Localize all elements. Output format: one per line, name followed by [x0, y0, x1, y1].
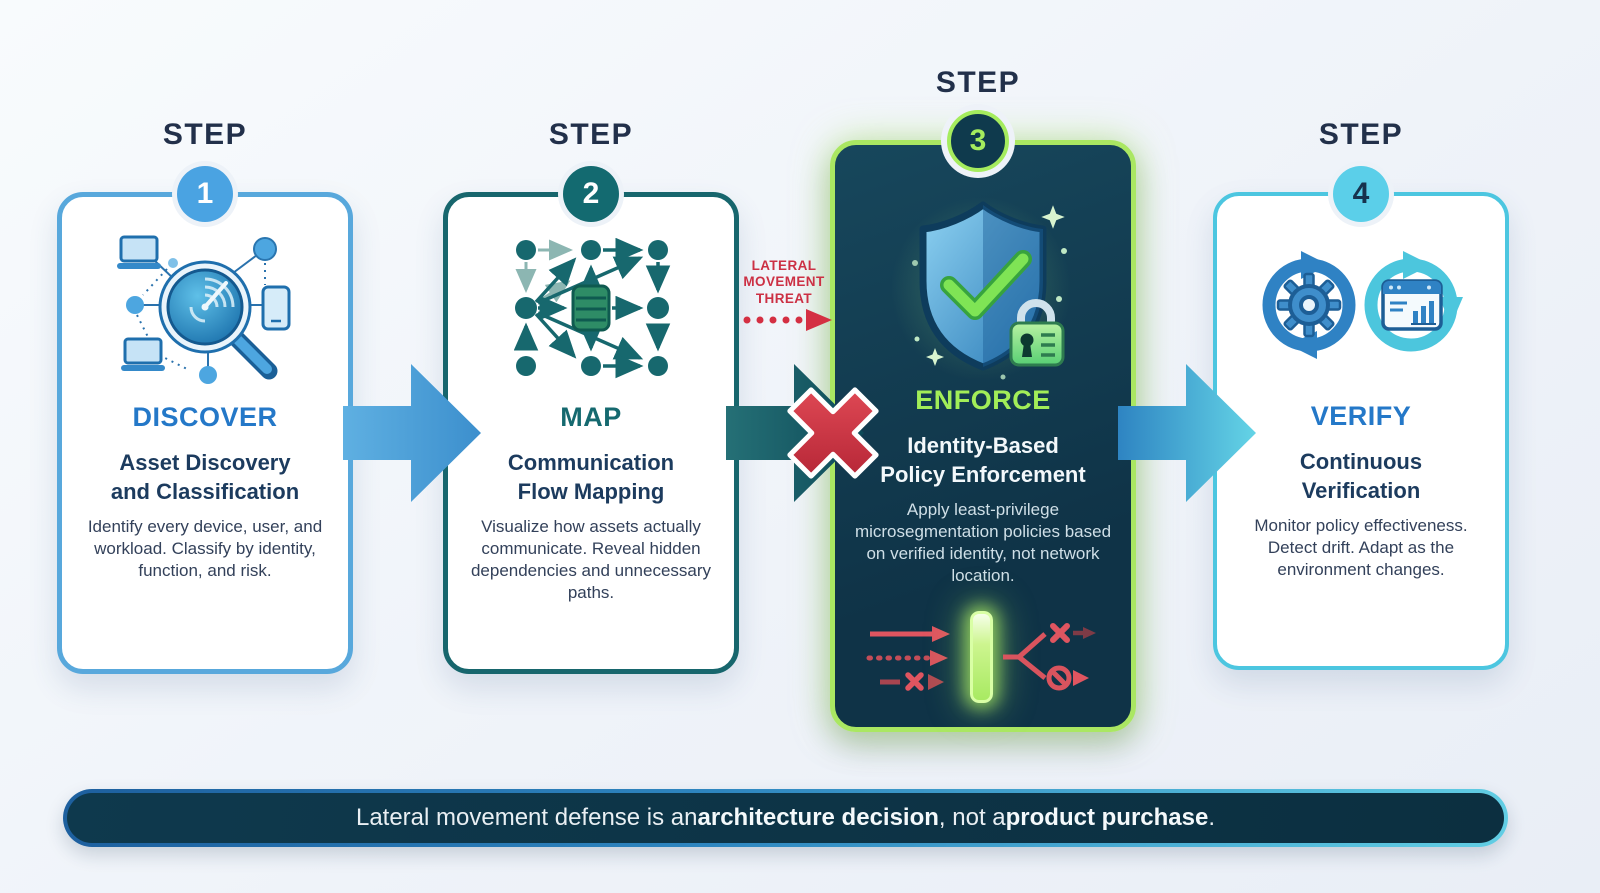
action-map: MAP [560, 402, 622, 432]
flow-arrow-map-to-enforce [726, 364, 864, 502]
step-number-badge-1: 1 [177, 166, 233, 222]
action-discover: DISCOVER [132, 402, 278, 432]
threat-label: LATERAL MOVEMENT THREAT [743, 258, 825, 306]
action-verify: VERIFY [1310, 401, 1412, 431]
step-number-badge-3: 3 [947, 110, 1009, 172]
step-label-1: STEP [162, 118, 248, 151]
action-enforce: ENFORCE [915, 385, 1051, 415]
summary-banner-text: Lateral movement defense is an architect… [67, 793, 1504, 843]
communication-flow-map-icon [448, 225, 734, 390]
continuous-loop-monitor-icon [1217, 224, 1505, 389]
red-x-blocked-icon [787, 387, 879, 479]
step-label-3: STEP [935, 66, 1021, 99]
policy-barrier-diagram [835, 611, 1131, 704]
step-label-4: STEP [1318, 118, 1404, 151]
flow-arrow-discover-to-map [343, 364, 481, 502]
card-description: Monitor policy effectiveness. Detect dri… [1254, 516, 1468, 580]
card-description: Apply least-privilege microsegmentation … [854, 500, 1112, 586]
asset-discovery-radar-icon [62, 225, 348, 390]
step-number-badge-4: 4 [1333, 166, 1389, 222]
step-label-2: STEP [548, 118, 634, 151]
step-number-badge-2: 2 [563, 166, 619, 222]
card-description: Identify every device, user, and workloa… [87, 517, 323, 581]
blocked-traffic-left-icon [866, 626, 950, 692]
card-description: Visualize how assets actually communicat… [470, 517, 712, 603]
shield-check-lock-icon [835, 191, 1131, 381]
enforcement-barrier-icon [969, 611, 993, 704]
blocked-traffic-right-icon [1002, 623, 1096, 691]
threat-arrow-icon [743, 309, 832, 331]
flow-arrow-enforce-to-verify [1118, 364, 1256, 502]
summary-banner: Lateral movement defense is an architect… [63, 789, 1508, 847]
